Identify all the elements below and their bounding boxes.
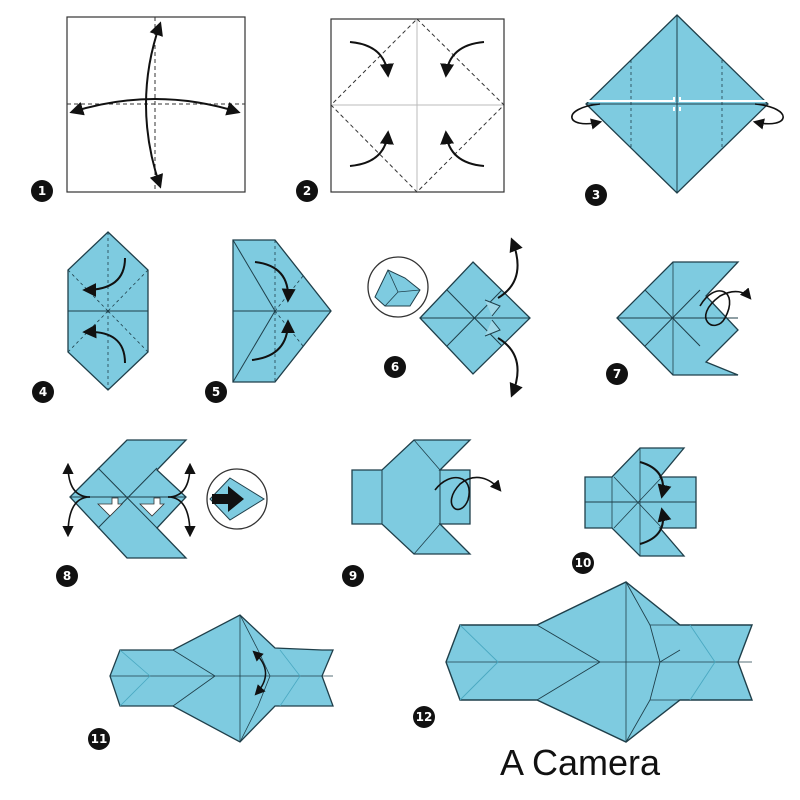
fold-arrow-icon	[254, 261, 296, 303]
step-9-number: 9	[342, 565, 364, 587]
fold-arrow-icon	[82, 257, 126, 297]
step-4-diagram	[67, 231, 149, 391]
step-3-number: 3	[585, 184, 607, 206]
push-arrow-icon	[212, 486, 244, 512]
step-3-diagram	[571, 14, 784, 194]
step-2-number: 2	[296, 180, 318, 202]
step-10-diagram	[584, 447, 697, 557]
step-7-number: 7	[606, 363, 628, 385]
valley-fold-arrow-icon	[145, 21, 164, 189]
fold-arrow-icon	[252, 650, 267, 696]
fold-arrow-icon	[639, 461, 672, 499]
step-7-diagram	[616, 261, 752, 376]
step-4-number: 4	[32, 381, 54, 403]
step-12-number: 12	[413, 706, 435, 728]
fold-arrow-icon	[497, 237, 523, 299]
turn-over-arrow-icon	[434, 476, 502, 511]
fold-corner-arrow-icon	[349, 41, 394, 78]
turn-over-arrow-icon	[571, 103, 603, 130]
step-8-diagram	[62, 439, 268, 559]
step-11-diagram	[109, 614, 334, 743]
turn-over-arrow-icon	[699, 287, 752, 327]
step-5-diagram	[232, 239, 332, 383]
step-1-diagram	[66, 16, 246, 193]
step-2-diagram	[330, 18, 505, 193]
step-1-number: 1	[31, 180, 53, 202]
step-9-diagram	[351, 439, 502, 555]
diagram-title: A Camera	[500, 742, 661, 783]
step-6-number: 6	[384, 356, 406, 378]
step-5-number: 5	[205, 381, 227, 403]
step-8-number: 8	[56, 565, 78, 587]
step-6-diagram	[367, 237, 531, 398]
step-12-diagram	[445, 581, 754, 743]
step-11-number: 11	[88, 728, 110, 750]
step-10-number: 10	[572, 552, 594, 574]
